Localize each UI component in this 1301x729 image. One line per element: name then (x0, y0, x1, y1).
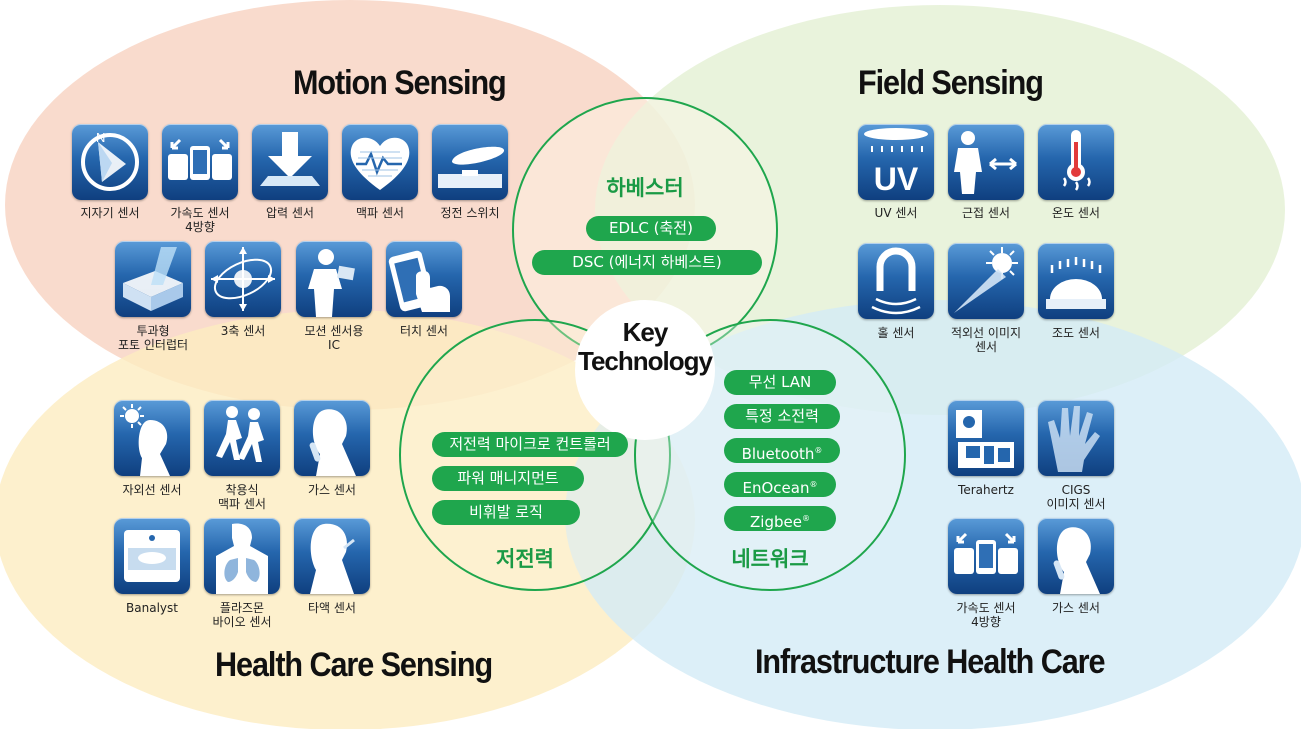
pill-power-management: 파워 매니지먼트 (432, 466, 584, 491)
label-pulse: 맥파 센서 (356, 206, 404, 220)
label-plasmon: 플라즈몬 바이오 센서 (212, 601, 272, 629)
runners-icon (204, 400, 280, 476)
label-accel-infra: 가속도 센서 4방향 (956, 601, 1016, 629)
pill-nonvolatile-logic: 비휘발 로직 (432, 500, 580, 525)
heart-icon (342, 124, 418, 200)
terahertz-scan-icon (948, 400, 1024, 476)
pill-wireless-lan: 무선 LAN (724, 370, 836, 395)
label-wearable-pulse: 착용식 맥파 센서 (218, 483, 266, 511)
label-terahertz: Terahertz (958, 483, 1014, 497)
registered-mark: ® (809, 480, 818, 489)
pill-edlc: EDLC (축전) (586, 216, 716, 241)
bluetooth-text: Bluetooth (741, 445, 815, 463)
label-ir-image: 적외선 이미지 센서 (950, 326, 1022, 354)
lungs-body-icon (204, 518, 280, 594)
saliva-person-icon (294, 518, 370, 594)
sun-person-icon (114, 400, 190, 476)
registered-mark: ® (814, 446, 823, 455)
pill-specified-low-power: 특정 소전력 (724, 404, 840, 429)
field-sensing-title: Field Sensing (858, 64, 1044, 102)
uv-icon: UV (858, 124, 934, 200)
label-compass: 지자기 센서 (80, 206, 140, 220)
key-technology-label: Key Technology (578, 317, 713, 376)
breath-person-icon (294, 400, 370, 476)
label-accelerometer: 가속도 센서 4방향 (170, 206, 230, 234)
infrared-sun-icon (948, 243, 1024, 319)
motion-sensing-title: Motion Sensing (293, 64, 507, 102)
pill-enocean: EnOcean® (724, 472, 836, 497)
pill-zigbee: Zigbee® (724, 506, 836, 531)
hand-xray-icon (1038, 400, 1114, 476)
proximity-person-icon (948, 124, 1024, 200)
hall-magnet-icon (858, 243, 934, 319)
thermometer-icon (1038, 124, 1114, 200)
zigbee-text: Zigbee (750, 513, 802, 531)
pressure-arrow-icon (252, 124, 328, 200)
label-hall: 홀 센서 (877, 326, 915, 340)
label-saliva: 타액 센서 (308, 601, 356, 615)
lowpower-title: 저전력 (496, 547, 554, 571)
label-light: 조도 센서 (1052, 326, 1100, 340)
label-pressure: 압력 센서 (266, 206, 314, 220)
label-capacitive: 정전 스위치 (440, 206, 500, 220)
label-interrupter: 투과형 포토 인터럽터 (117, 324, 189, 352)
label-cigs: CIGS 이미지 센서 (1046, 483, 1106, 511)
label-banalyst: Banalyst (126, 601, 178, 615)
person-icon (296, 241, 372, 317)
label-temperature: 온도 센서 (1052, 206, 1100, 220)
uv-tile-text: UV (874, 161, 919, 197)
finger-switch-icon (432, 124, 508, 200)
label-uv-exposure: 자외선 센서 (122, 483, 182, 497)
health-care-sensing-title: Health Care Sensing (215, 646, 493, 684)
pill-mcu: 저전력 마이크로 컨트롤러 (432, 432, 628, 457)
network-title: 네트워크 (731, 547, 809, 571)
registered-mark: ® (801, 514, 810, 523)
analyzer-box-icon (114, 518, 190, 594)
accelerometer-infra-icon (948, 518, 1024, 594)
svg-text:N: N (96, 130, 105, 145)
pill-bluetooth: Bluetooth® (724, 438, 840, 463)
accelerometer-icon (162, 124, 238, 200)
gas-person-infra-icon (1038, 518, 1114, 594)
pill-dsc: DSC (에너지 하베스트) (532, 250, 762, 275)
label-motion-ic: 모션 센서용 IC (304, 324, 364, 352)
compass-icon: N (72, 124, 148, 200)
label-uv: UV 센서 (874, 206, 918, 220)
label-gas-health: 가스 센서 (308, 483, 356, 497)
label-touch: 터치 센서 (400, 324, 448, 338)
key-technology-circle (575, 300, 715, 440)
touch-phone-icon (386, 241, 462, 317)
enocean-text: EnOcean (742, 479, 810, 497)
photo-interrupter-icon (115, 241, 191, 317)
light-dome-icon (1038, 243, 1114, 319)
infrastructure-health-care-title: Infrastructure Health Care (755, 643, 1106, 681)
harvester-title: 하베스터 (606, 176, 684, 200)
label-proximity: 근접 센서 (962, 206, 1010, 220)
3-axis-icon (205, 241, 281, 317)
label-3axis: 3축 센서 (220, 324, 266, 338)
label-gas-infra: 가스 센서 (1052, 601, 1100, 615)
